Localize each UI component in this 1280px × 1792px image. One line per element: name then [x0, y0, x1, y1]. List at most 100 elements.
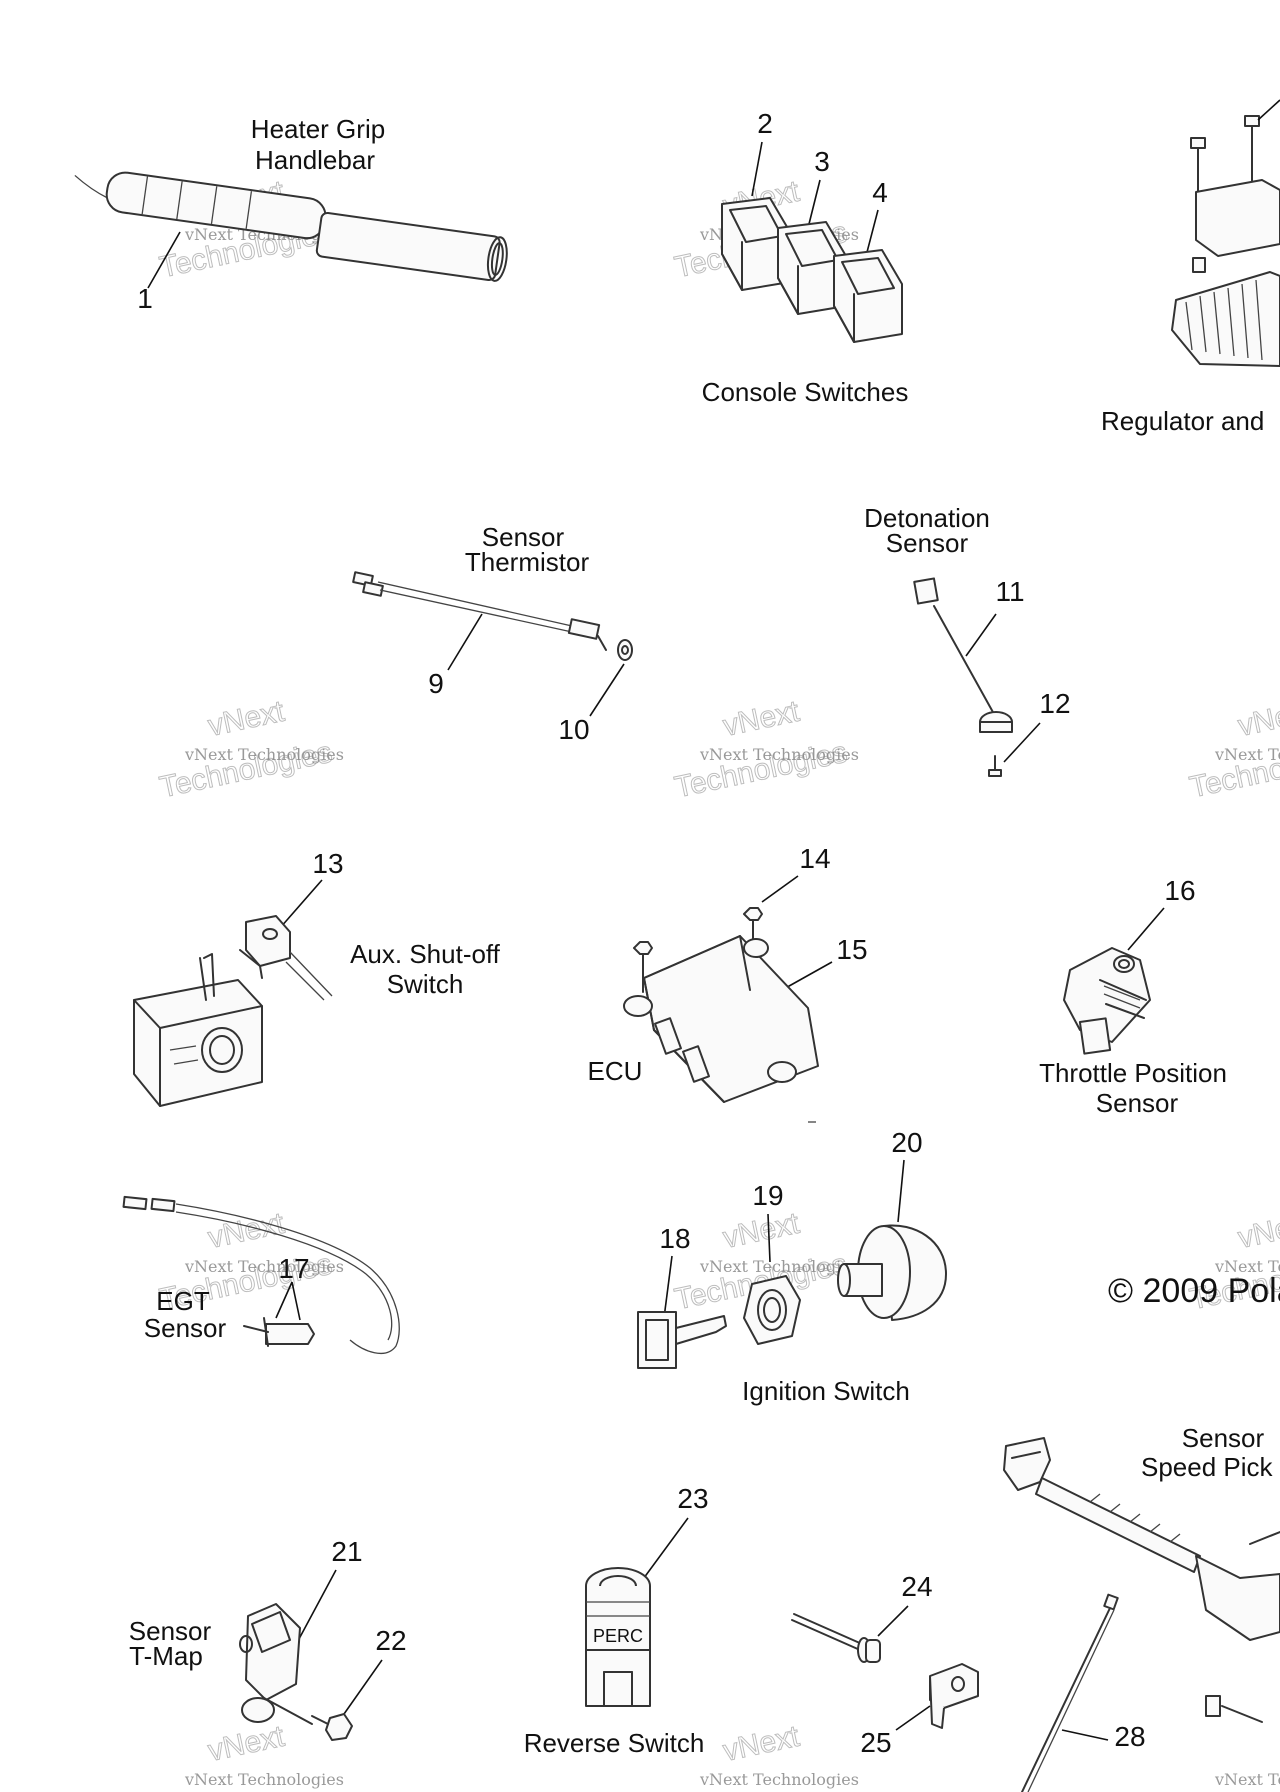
ignition-key [637, 1311, 727, 1369]
leader-line [965, 613, 997, 657]
egt-label-1: EGT [156, 1286, 210, 1316]
watermark-text: vNext Technologies [184, 1257, 344, 1276]
callout-1: 1 [137, 283, 153, 314]
pin-24 [791, 1613, 881, 1663]
callout-12: 12 [1039, 688, 1070, 719]
leader-line [895, 1705, 931, 1731]
perc-text: PERC [593, 1626, 643, 1646]
watermark: vNext vNext Technologies Technologies [1186, 694, 1280, 805]
speed-pickup-group: Sensor Speed Pick [1003, 1423, 1280, 1723]
callout-3: 3 [814, 146, 830, 177]
watermark-text: vNext Technologies [1214, 745, 1280, 764]
leader-line [767, 1213, 771, 1263]
tmap-bolt [311, 1713, 353, 1741]
callout-20: 20 [891, 1127, 922, 1158]
leader-line [877, 1605, 909, 1637]
ignition-body [837, 1224, 947, 1321]
leader-line [147, 231, 181, 289]
sensor-body [567, 618, 601, 640]
tmap-sensor-group: 21 22 Sensor T-Map [129, 1536, 407, 1741]
heatsink [1171, 271, 1280, 367]
callout-9: 9 [428, 668, 444, 699]
thermistor-label-2: Thermistor [465, 547, 590, 577]
ecu-group: 14 15 ECU [588, 843, 868, 1103]
bolt-head [988, 769, 1002, 777]
watermark-logo: vNext [720, 1207, 803, 1255]
leader-line [637, 1517, 689, 1587]
watermark-text: vNext Technologies [699, 1770, 859, 1789]
tmap-label-2: T-Map [129, 1641, 203, 1671]
grip-ring [210, 186, 218, 225]
ignition-switch-group: 18 19 20 Ignition Switch [637, 1127, 947, 1406]
callout-17: 17 [278, 1253, 309, 1284]
watermark: vNext vNext Technologies [184, 1719, 344, 1789]
ignition-nut [743, 1275, 801, 1345]
bolt-head [1244, 115, 1260, 127]
leader-line [865, 209, 879, 257]
perc-switch: PERC [585, 1567, 651, 1707]
watermark-text: vNext Technologies [699, 1257, 859, 1276]
callout-13: 13 [312, 848, 343, 879]
sensor-thermistor-group: Sensor Thermistor 9 10 [352, 522, 633, 745]
ecu-mount [767, 1061, 797, 1083]
leader-line [275, 1281, 301, 1321]
leader-line [781, 961, 833, 991]
cable [933, 605, 995, 715]
egt-tip [263, 1317, 269, 1347]
grip-ring [176, 181, 183, 220]
connector [913, 577, 939, 605]
reverse-switch-group: 23 PERC Reverse Switch [524, 1483, 709, 1758]
watermark-logo: vNext [720, 1720, 803, 1768]
watermark-text: vNext Technologies [1214, 1257, 1280, 1276]
callout-2: 2 [757, 108, 773, 139]
callout-28: 28 [1114, 1721, 1145, 1752]
bolt [1221, 1705, 1263, 1723]
heater-grip-part [74, 171, 508, 282]
leader-line [761, 875, 799, 903]
callout-23: 23 [677, 1483, 708, 1514]
bolt-head [1205, 1695, 1221, 1717]
heater-grip-label-2: Handlebar [255, 145, 375, 175]
regulator-body [1195, 179, 1280, 257]
watermark-logo: vNext [205, 695, 288, 743]
callout-11: 11 [995, 576, 1024, 607]
heater-grip-group: Heater Grip Handlebar 1 [74, 114, 508, 314]
speed-pickup-label-1: Sensor [1182, 1423, 1265, 1453]
wire [379, 589, 573, 633]
watermark-text: vNext Technologies [184, 1770, 344, 1789]
regulator-label: Regulator and [1101, 406, 1264, 436]
callout-25: 25 [860, 1727, 891, 1758]
leader-line [1127, 907, 1165, 951]
grip-ring [141, 176, 149, 215]
heatsink-fins [1185, 279, 1263, 361]
egt-label-2: Sensor [144, 1313, 227, 1343]
grip-wire [74, 174, 109, 199]
rocker-switch [833, 249, 903, 343]
ecu-nut [633, 941, 653, 993]
callout-4: 4 [872, 177, 888, 208]
thermistor-label-1: Sensor [482, 522, 565, 552]
thermistor-part [352, 571, 633, 661]
console-switches-group: 2 3 4 Console Switches [702, 108, 909, 407]
tps-sensor [1063, 947, 1151, 1055]
leader-line [447, 613, 483, 671]
ecu-label: ECU [588, 1056, 643, 1086]
watermark-logo: vNext [205, 1207, 288, 1255]
misc-parts-group: 24 25 28 [791, 1571, 1146, 1792]
aux-shutoff-label-1: Aux. Shut-off [350, 939, 501, 969]
leader-line [589, 663, 625, 717]
leader-line [343, 1659, 383, 1715]
leader-line [663, 1255, 673, 1319]
tps-label-2: Sensor [1096, 1088, 1179, 1118]
callout-10: 10 [558, 714, 589, 745]
watermark-logo: vNext [205, 1720, 288, 1768]
bracket-hole [201, 1027, 243, 1073]
clip-25 [929, 1663, 979, 1729]
watermark: vNext vNext Technologies [699, 1719, 859, 1789]
ecu-connector [654, 1017, 682, 1055]
ecu-connector [682, 1045, 710, 1083]
callout-19: 19 [752, 1180, 783, 1211]
connector [150, 1197, 176, 1213]
leader-line [751, 141, 763, 197]
handlebar-end-inner [490, 242, 504, 276]
